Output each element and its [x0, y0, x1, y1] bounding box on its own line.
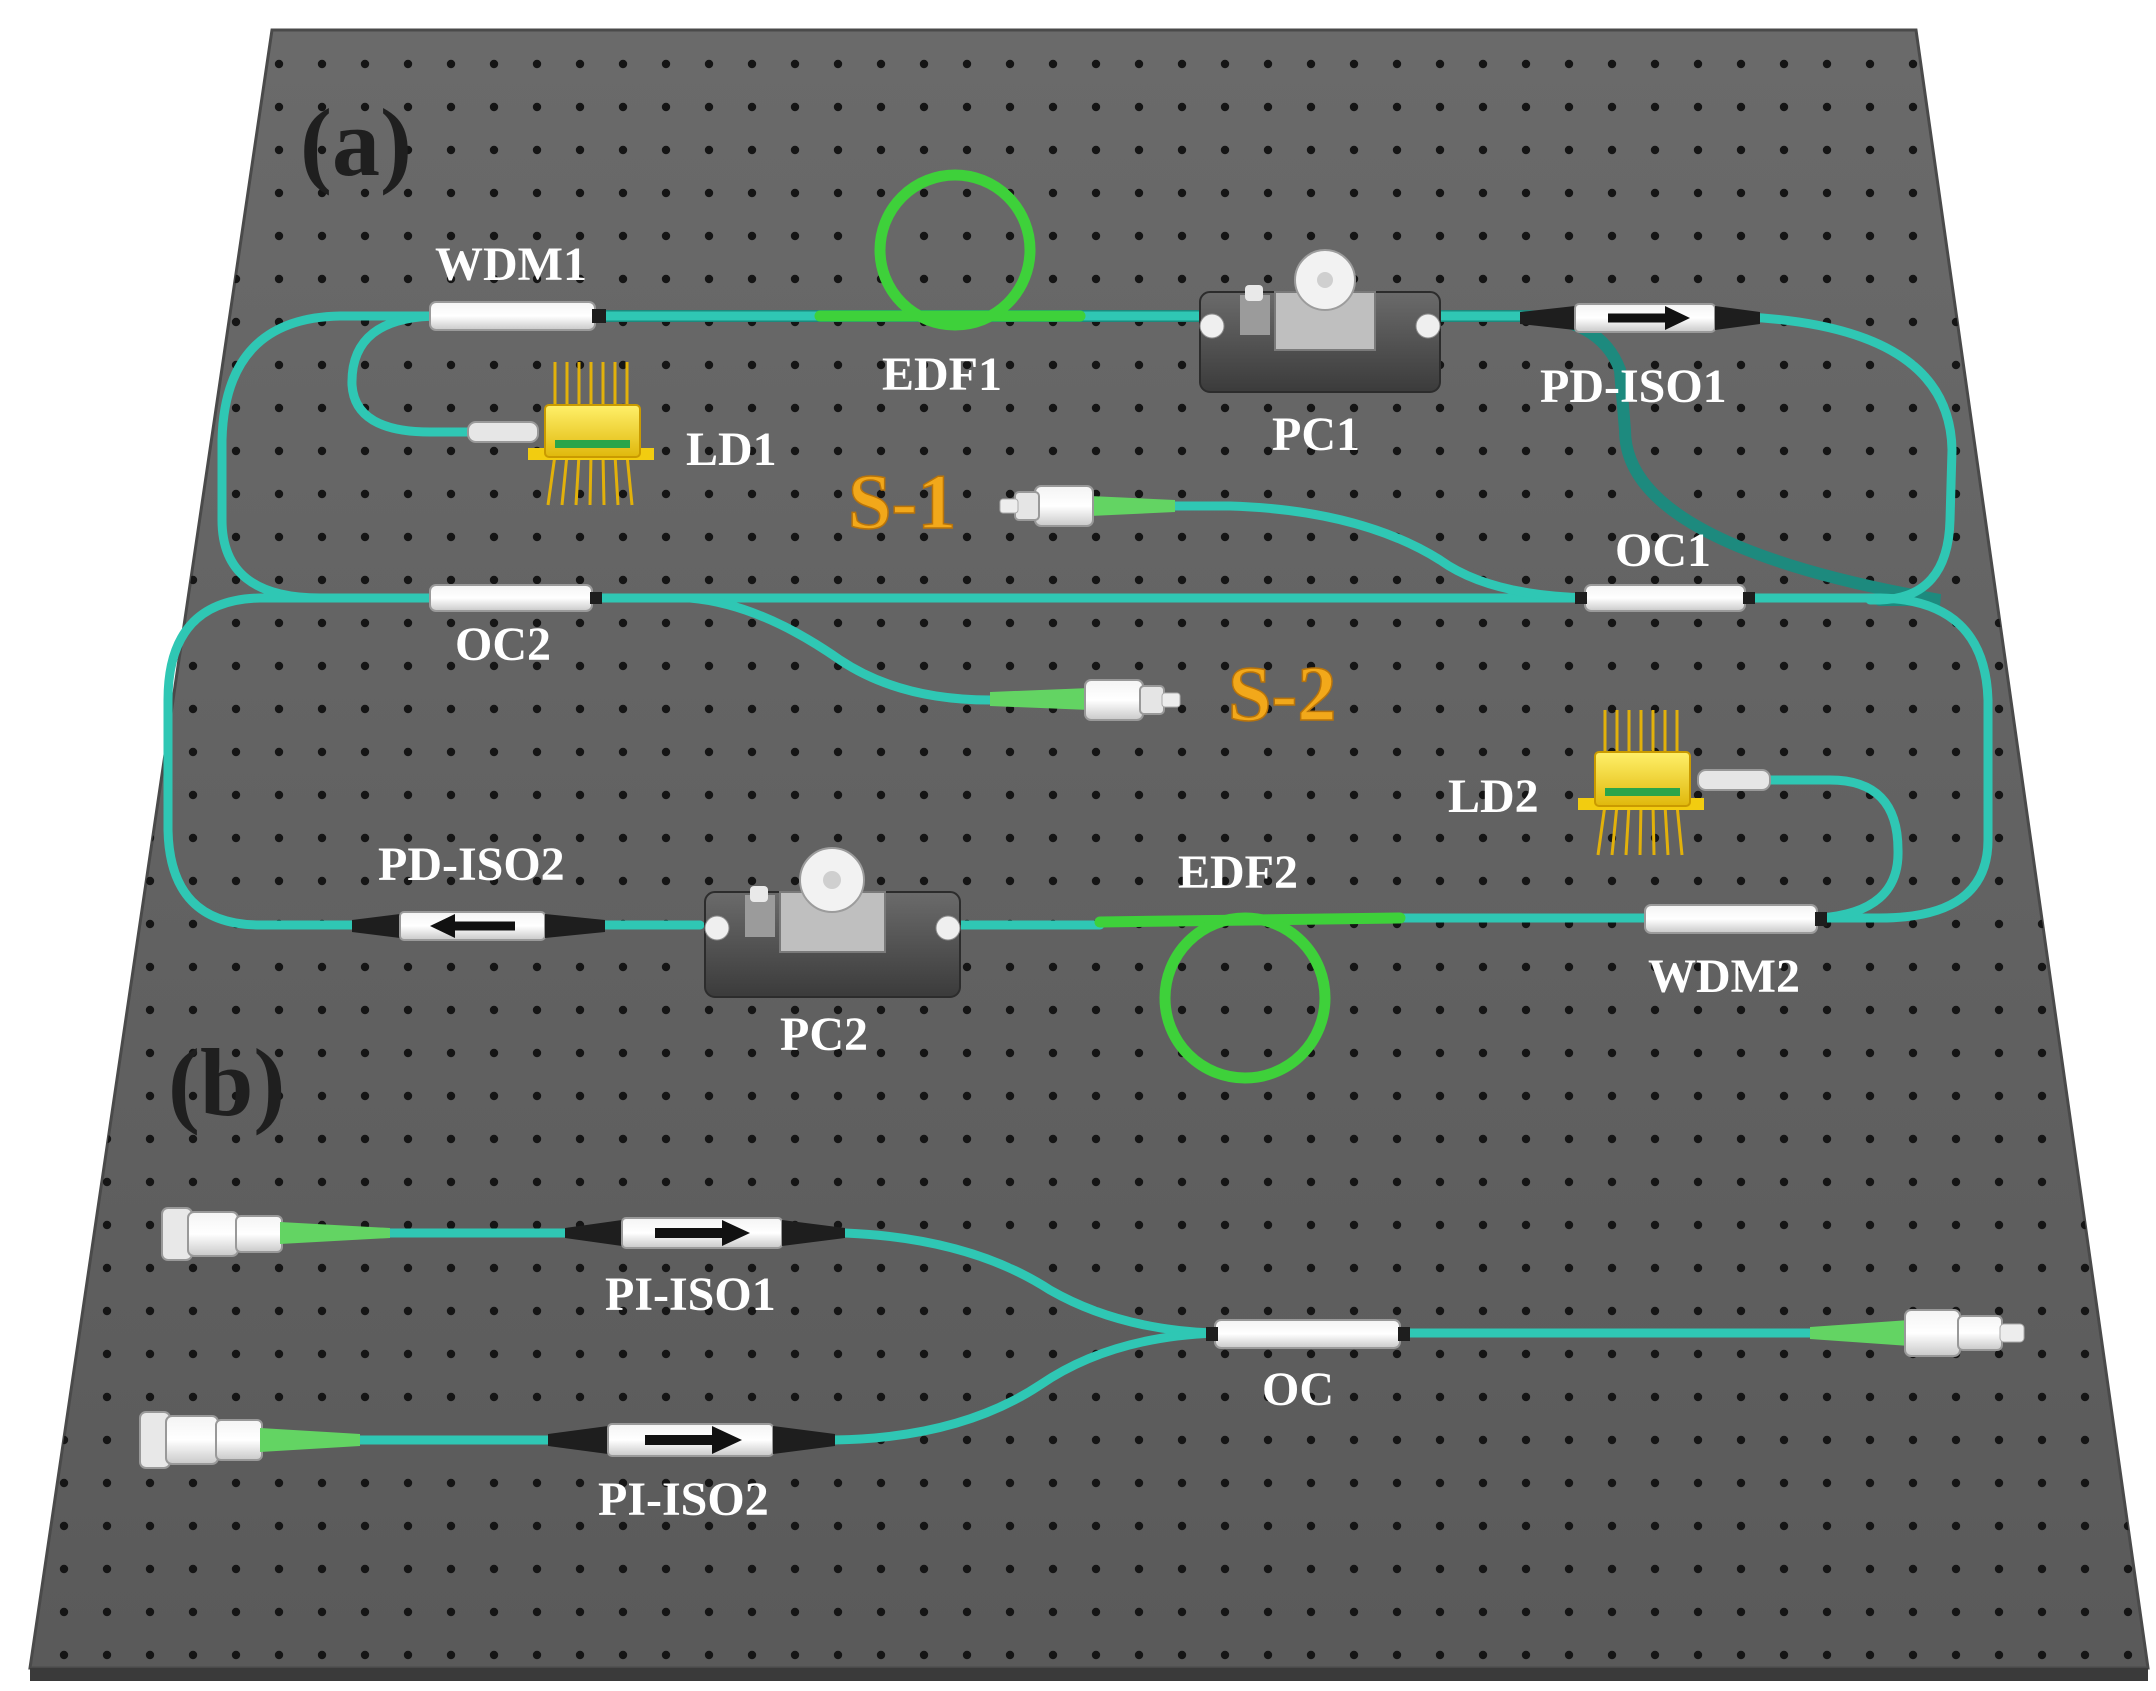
upper-ring-left-fiber: [217, 311, 445, 603]
s1-output-connector: [999, 485, 1175, 527]
pi-iso1-isolator: [565, 1217, 845, 1249]
s1-branch-fiber: [1170, 501, 1595, 603]
wdm2-label: WDM2: [1648, 950, 1800, 1003]
oc-coupler: [1206, 1319, 1410, 1349]
pi-iso2-isolator: [548, 1423, 835, 1457]
pi-iso2-label: PI-ISO2: [598, 1473, 769, 1526]
edf1-coil: [874, 169, 1036, 331]
pc2-label: PC2: [780, 1008, 868, 1061]
edf2-coil: [1159, 912, 1331, 1084]
pc1-polarization-controller: [1199, 249, 1441, 393]
upper-ring-fiber: [435, 311, 1957, 605]
wdm2-component: [1644, 904, 1827, 934]
lower-ring-left-fiber: [163, 593, 435, 930]
s2-signal-label: S-2: [1228, 650, 1336, 737]
oc1-coupler: [1575, 584, 1755, 612]
pc2-polarization-controller: [704, 847, 961, 998]
input-connector-1: [161, 1207, 390, 1261]
pi-iso1-label: PI-ISO1: [605, 1268, 776, 1321]
pi-iso2-oc-fiber: [830, 1328, 1220, 1445]
panel-b-label: (b): [168, 1029, 285, 1136]
oc2-label: OC2: [455, 618, 551, 671]
panel-a-label: (a): [300, 89, 412, 196]
pc1-label: PC1: [1272, 408, 1360, 461]
ld1-laser-diode: [467, 362, 654, 506]
pd-iso2-label: PD-ISO2: [378, 838, 565, 891]
s1-signal-label: S-1: [848, 458, 956, 545]
oc2-coupler: [429, 584, 602, 612]
output-connector: [1810, 1309, 2025, 1357]
ld1-label: LD1: [686, 423, 777, 476]
wdm1-label: WDM1: [435, 238, 587, 291]
oc-label: OC: [1262, 1363, 1334, 1416]
oc1-label: OC1: [1615, 524, 1711, 577]
ld2-label: LD2: [1448, 770, 1539, 823]
edf1-label: EDF1: [882, 348, 1002, 401]
pi-iso1-oc-fiber: [840, 1228, 1220, 1338]
wdm1-component: [429, 301, 606, 331]
lower-ring-right-fiber: [1815, 593, 1993, 923]
s2-branch-fiber: [587, 593, 1065, 705]
wdm1-ld1-fiber: [347, 311, 485, 437]
wdm2-ld2-fiber: [1745, 775, 1903, 923]
ld2-laser-diode: [1578, 710, 1771, 856]
pd-iso2-isolator: [352, 911, 605, 941]
pd-iso1-isolator: [1520, 303, 1760, 333]
s2-output-connector: [990, 679, 1181, 721]
input-connector-2: [139, 1411, 360, 1469]
fiber-network-b: [350, 1228, 1820, 1445]
edf2-label: EDF2: [1178, 846, 1298, 899]
pd-iso1-label: PD-ISO1: [1540, 360, 1727, 413]
